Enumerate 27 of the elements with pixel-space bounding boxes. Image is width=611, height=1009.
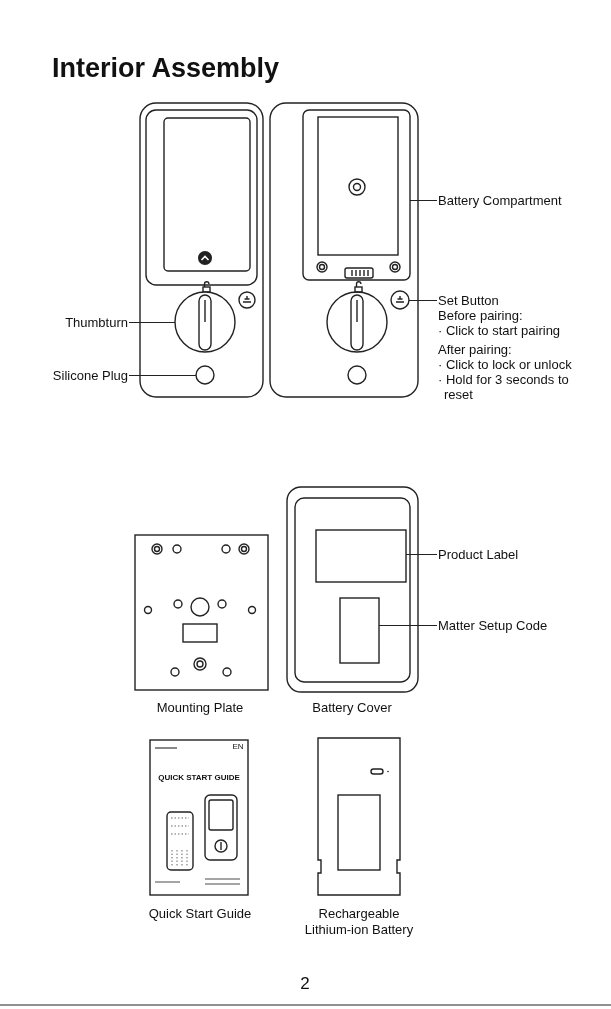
part-caption: Quick Start Guide [148, 906, 252, 921]
page-number: 2 [300, 974, 310, 993]
instruction-heading: Before pairing: [438, 308, 524, 323]
instruction-text: · Click to lock or unlock [438, 357, 573, 372]
instruction-text: · Click to start pairing [438, 323, 562, 338]
leader-line [128, 375, 197, 376]
setup-code-label [339, 597, 380, 664]
battery-compartment [302, 109, 411, 281]
language-mark: EN [232, 742, 244, 751]
callout-label: Silicone Plug [30, 368, 128, 383]
set-button [390, 290, 410, 310]
callout-label: Battery Compartment [438, 193, 598, 208]
page-title: Interior Assembly [52, 52, 280, 84]
callout-label: Set Button [438, 293, 500, 308]
booklet-title: QUICK START GUIDE [158, 773, 240, 782]
part-caption: Mounting Plate [156, 700, 244, 715]
product-label [315, 529, 407, 583]
part-caption: Rechargeable Lithium-ion Battery [304, 906, 414, 937]
callout-label: Matter Setup Code [438, 618, 598, 633]
silicone-plug [195, 365, 215, 385]
part-caption: Battery Cover [312, 700, 392, 715]
thumbturn [174, 291, 236, 353]
callout-label: Product Label [438, 547, 598, 562]
leader-line [128, 322, 176, 323]
callout-label: Thumbturn [40, 315, 128, 330]
instruction-heading: After pairing: [438, 342, 513, 357]
instruction-text: · Hold for 3 seconds to reset [438, 372, 570, 402]
